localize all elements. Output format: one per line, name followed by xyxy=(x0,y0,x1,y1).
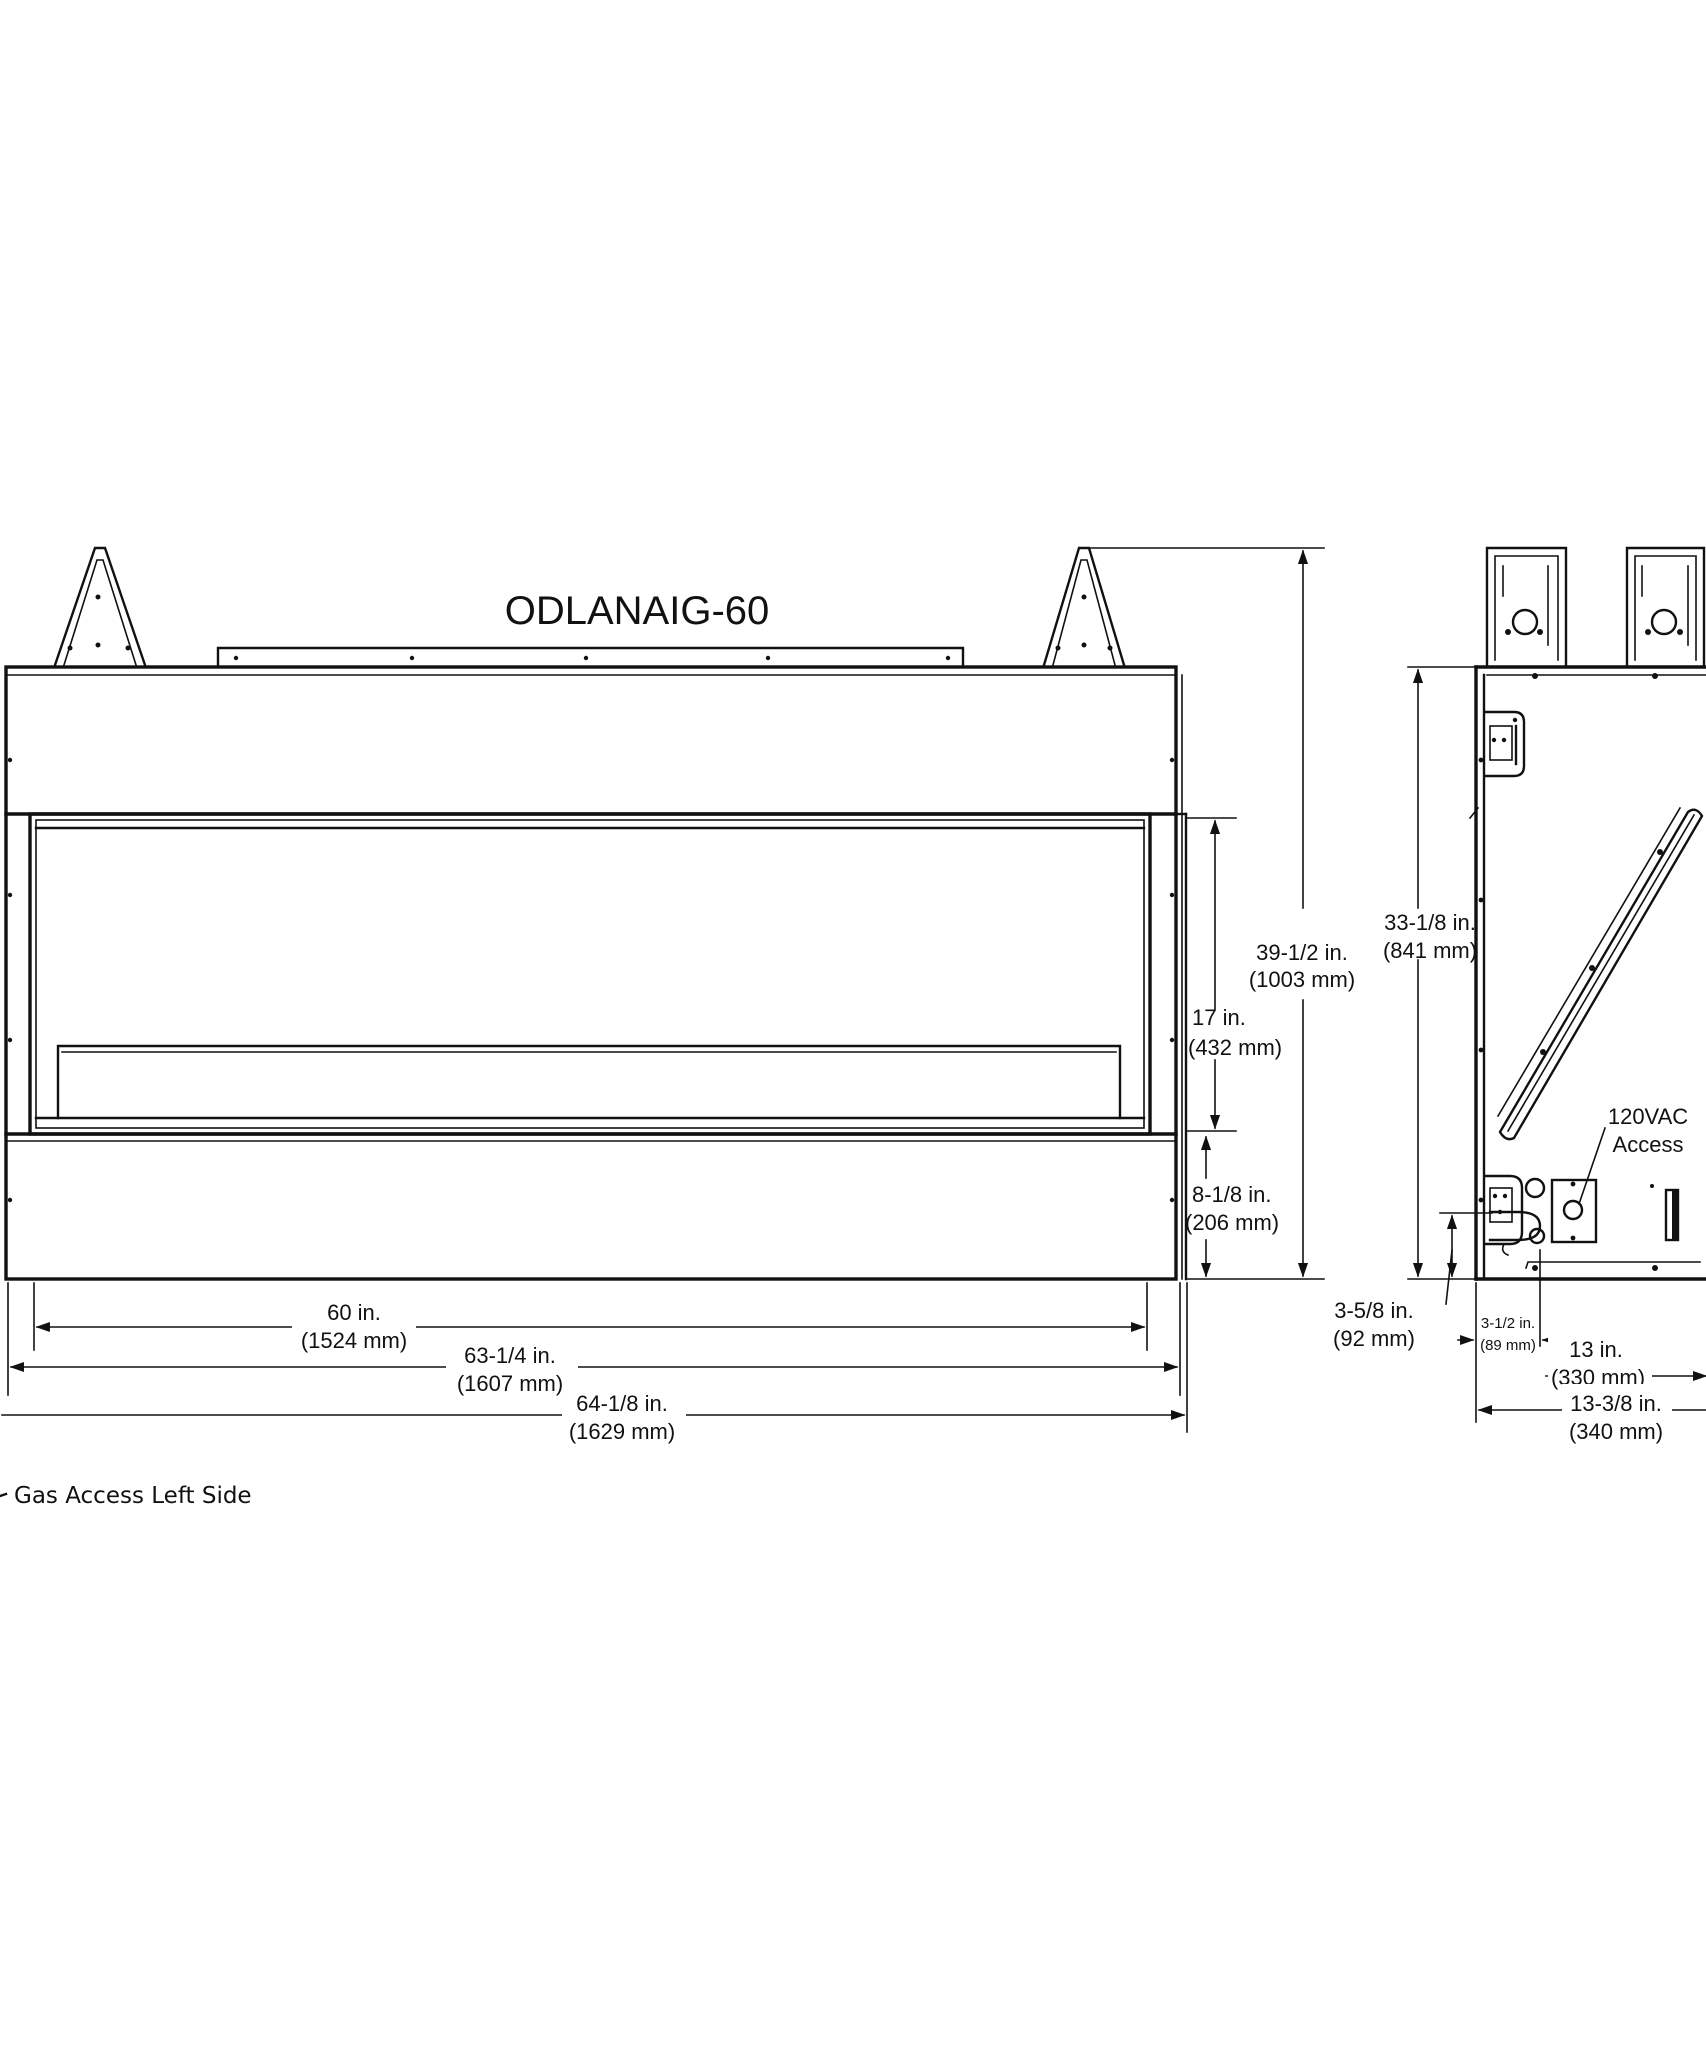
dim-glass-height: 17 in. (432 mm) xyxy=(1185,817,1282,1132)
side-glass-door xyxy=(1468,806,1704,1141)
dim-glass-width-mm: (1524 mm) xyxy=(301,1328,407,1353)
dim-body-height-in: 33-1/8 in. xyxy=(1384,910,1476,935)
dim-overall-height-mm: (1003 mm) xyxy=(1249,967,1355,992)
dim-gas-height-mm: (92 mm) xyxy=(1333,1326,1415,1351)
dim-frame-width-in: 63-1/4 in. xyxy=(464,1343,556,1368)
electrical-access-callout: 120VAC Access xyxy=(1577,1104,1688,1206)
dim-glass-height-in: 17 in. xyxy=(1192,1005,1246,1030)
dim-body-height: 33-1/8 in. (841 mm) xyxy=(1383,666,1477,1280)
side-lower-hinge xyxy=(1484,1174,1546,1257)
dim-glass-width: 60 in. (1524 mm) xyxy=(33,1282,1148,1355)
front-fasteners xyxy=(7,757,1175,1203)
side-electrical-box xyxy=(1550,1178,1598,1244)
dim-overall-height: 39-1/2 in. (1003 mm) xyxy=(1084,547,1355,1280)
dim-gas-offset-in: 3-1/2 in. xyxy=(1481,1315,1535,1332)
gas-access-note-text: Gas Access Left Side xyxy=(14,1483,252,1509)
dim-overall-width-mm: (1629 mm) xyxy=(569,1419,675,1444)
front-view xyxy=(4,546,1188,1281)
dim-gas-height: 3-5/8 in. (92 mm) xyxy=(1333,1212,1493,1351)
dim-base-height: 8-1/8 in. (206 mm) xyxy=(1185,1135,1279,1278)
dim-body-depth: 13 in. (330 mm) xyxy=(1545,1330,1706,1392)
front-top-flange xyxy=(216,646,965,667)
dim-glass-width-in: 60 in. xyxy=(327,1300,381,1325)
side-view xyxy=(1468,546,1706,1281)
dim-body-depth-in: 13 in. xyxy=(1569,1337,1623,1362)
electrical-callout-line2: Access xyxy=(1613,1132,1684,1157)
dim-overall-width: 64-1/8 in. (1629 mm) xyxy=(1,1282,1188,1446)
side-left-standoff xyxy=(1485,546,1568,667)
dim-frame-width: 63-1/4 in. (1607 mm) xyxy=(7,1282,1181,1398)
dim-overall-height-in: 39-1/2 in. xyxy=(1256,940,1348,965)
front-outer-frame xyxy=(4,665,1178,1281)
front-left-standoff xyxy=(53,546,147,667)
side-upper-hinge xyxy=(1484,710,1526,778)
dim-overall-depth-in: 13-3/8 in. xyxy=(1570,1391,1662,1416)
side-body xyxy=(1474,665,1706,1281)
front-glass-panel xyxy=(28,812,1152,1136)
front-burner-tray xyxy=(34,1044,1146,1120)
gas-access-note: Gas Access Left Side xyxy=(0,1483,252,1509)
dim-overall-depth-mm: (340 mm) xyxy=(1569,1419,1663,1444)
dim-gas-offset: 3-1/2 in. (89 mm) xyxy=(1457,1249,1557,1423)
front-right-standoff xyxy=(1042,546,1126,667)
dim-base-height-mm: (206 mm) xyxy=(1185,1210,1279,1235)
model-title: ODLANAIG-60 xyxy=(505,589,770,633)
electrical-callout-line1: 120VAC xyxy=(1608,1104,1688,1129)
dim-gas-offset-mm: (89 mm) xyxy=(1480,1337,1536,1354)
dim-base-height-in: 8-1/8 in. xyxy=(1192,1182,1272,1207)
dim-frame-width-mm: (1607 mm) xyxy=(457,1371,563,1396)
dim-glass-height-mm: (432 mm) xyxy=(1188,1035,1282,1060)
dim-overall-width-in: 64-1/8 in. xyxy=(576,1391,668,1416)
side-vent-tab xyxy=(1650,1184,1680,1242)
dim-body-height-mm: (841 mm) xyxy=(1383,938,1477,963)
side-right-standoff xyxy=(1625,546,1706,667)
dim-gas-height-in: 3-5/8 in. xyxy=(1334,1298,1414,1323)
dim-overall-depth: 13-3/8 in. (340 mm) xyxy=(1477,1384,1706,1446)
